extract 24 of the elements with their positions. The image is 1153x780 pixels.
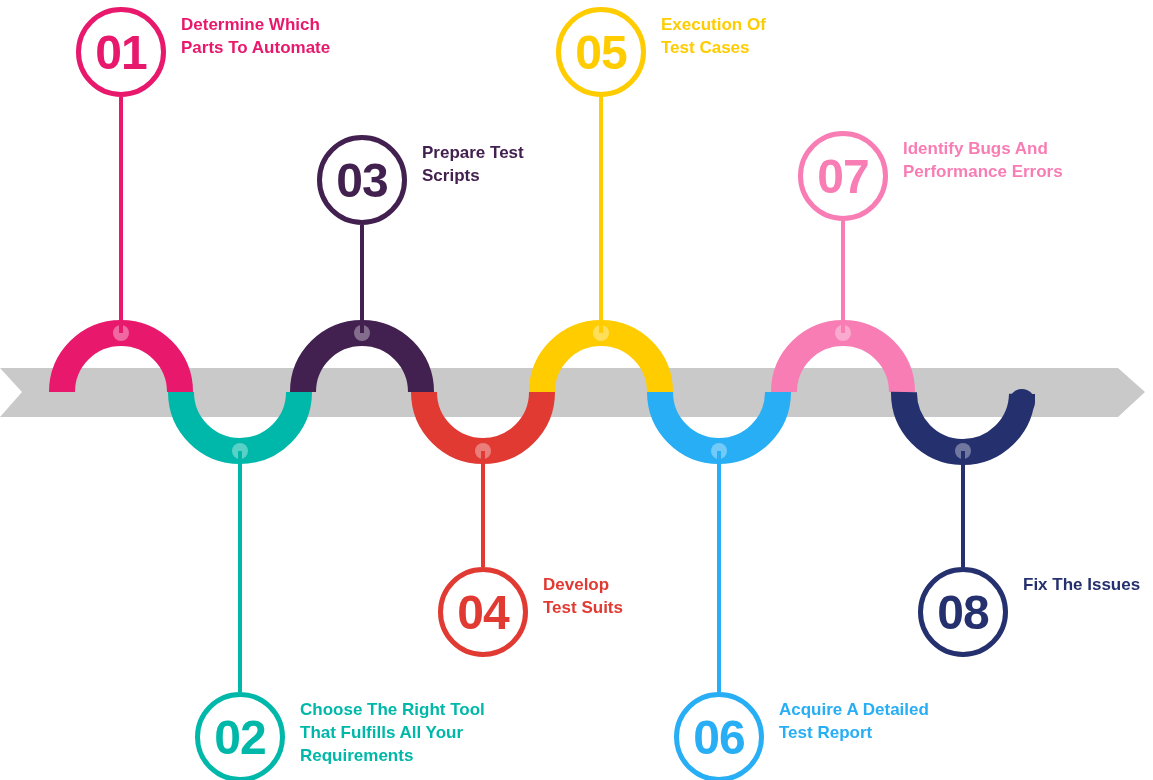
step-number-circle: 06 (674, 692, 764, 780)
step-description: Prepare Test Scripts (422, 142, 525, 187)
step-number-circle: 04 (438, 567, 528, 657)
leader-line (481, 451, 485, 567)
leader-line (238, 451, 242, 692)
leader-line (717, 451, 721, 692)
step-description: Execution Of Test Cases (661, 14, 767, 59)
step-description: Choose The Right Tool That Fulfills All Your Requirements (300, 699, 486, 767)
step-description: Acquire A Detailed Test Report (779, 699, 930, 744)
step-description: Fix The Issues (1023, 574, 1142, 596)
step-number-circle: 01 (76, 7, 166, 97)
step-description: Develop Test Suits (543, 574, 624, 619)
leader-line (599, 97, 603, 333)
step-number-circle: 05 (556, 7, 646, 97)
leader-line (360, 225, 364, 333)
leader-line (841, 221, 845, 333)
step-number-circle: 03 (317, 135, 407, 225)
step-description: Identify Bugs And Performance Errors (903, 138, 1064, 183)
step-number-circle: 08 (918, 567, 1008, 657)
step-description: Determine Which Parts To Automate (181, 14, 332, 59)
leader-line (119, 97, 123, 333)
step-number-circle: 07 (798, 131, 888, 221)
leader-line (961, 451, 965, 567)
step-number-circle: 02 (195, 692, 285, 780)
